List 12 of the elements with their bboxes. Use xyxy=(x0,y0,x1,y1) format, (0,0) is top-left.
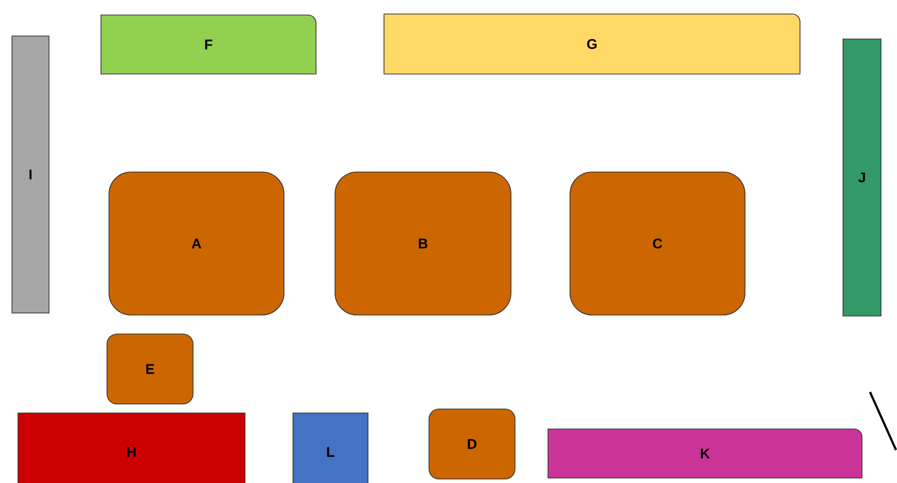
block: E xyxy=(106,334,194,404)
block: D xyxy=(428,408,516,480)
bar: I xyxy=(12,36,50,314)
bar: F xyxy=(100,14,316,74)
bar: H xyxy=(18,412,246,483)
block: C xyxy=(570,172,746,316)
bar: G xyxy=(384,14,800,74)
block: A xyxy=(108,172,284,316)
bar: K xyxy=(548,428,862,478)
block: B xyxy=(334,172,512,316)
bar: J xyxy=(842,38,882,316)
bar: L xyxy=(292,412,368,483)
